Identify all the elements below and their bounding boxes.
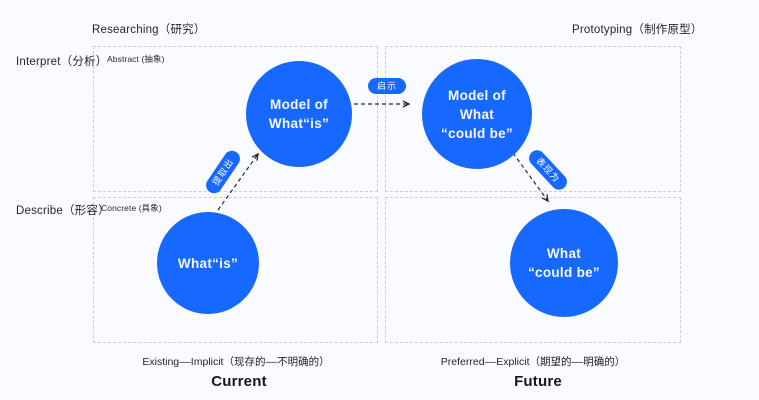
circle-text-line: Model of	[270, 97, 328, 112]
row-label-interpret: Interpret（分析）	[16, 56, 108, 68]
circle-what-is: What“is”	[157, 212, 259, 314]
circle-text-line: What	[546, 246, 582, 261]
circle-model-of-what-could-be: Model of What “could be”	[422, 59, 532, 169]
circle-text-line: What“is”	[177, 255, 239, 271]
circle-text-line: Model of	[448, 87, 506, 103]
circle-text-line: What	[459, 106, 495, 122]
circle-text-line: “could be”	[527, 265, 600, 280]
axis-title-future: Future	[514, 373, 562, 390]
axis-title-current: Current	[211, 373, 267, 390]
quadrant-tag-abstract: Abstract (抽象)	[107, 54, 165, 64]
circle-text-line: What“is”	[268, 116, 330, 131]
column-label-prototyping: Prototyping（制作原型）	[572, 24, 703, 36]
circle-model-of-what-is: Model of What“is”	[246, 61, 352, 167]
circle-text-line: “could be”	[440, 125, 513, 141]
quadrant-tag-concrete: Concrete (具象)	[101, 203, 162, 213]
column-label-researching: Researching（研究）	[92, 24, 206, 36]
circle-what-could-be: What “could be”	[510, 209, 618, 317]
row-label-describe: Describe（形容）	[16, 205, 110, 217]
axis-label-preferred-explicit: Preferred––Explicit（期望的––明确的）	[440, 356, 626, 368]
axis-label-existing-implicit: Existing––Implicit（现存的––不明确的）	[142, 356, 330, 368]
arrow-label-suggest: 启示	[368, 78, 407, 94]
